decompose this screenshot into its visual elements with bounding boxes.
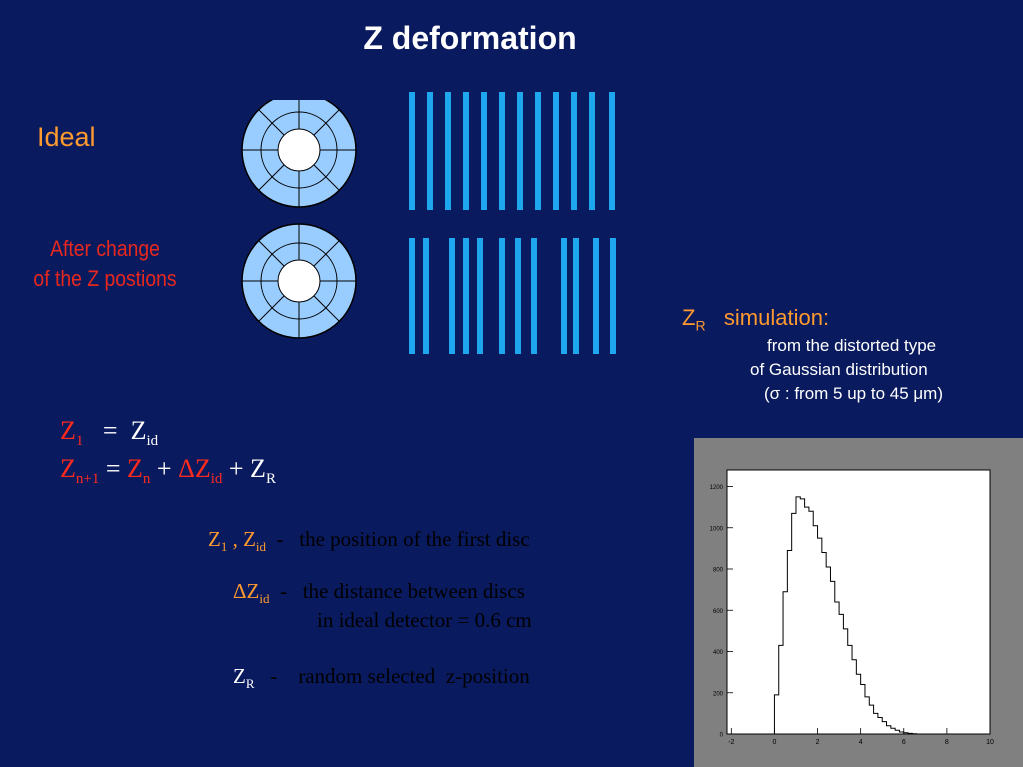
d2-dz: ΔZ — [233, 579, 260, 603]
y-tick-label: 800 — [713, 568, 724, 574]
ideal-bar — [517, 92, 523, 210]
simulation-line2: of Gaussian distribution — [750, 360, 928, 379]
simulation-line3: (σ : from 5 up to 45 μm) — [764, 384, 944, 403]
deformed-bar — [573, 238, 579, 354]
definition-zr: ZR - random selected z-position — [233, 664, 530, 692]
ideal-bar — [499, 92, 505, 210]
eq2-t2: ΔZ — [178, 454, 211, 483]
x-tick-label: 4 — [859, 739, 863, 746]
eq2-plus1: + — [156, 454, 172, 483]
eq2-t3: Z — [250, 454, 266, 483]
d2-dz-sub: id — [259, 591, 270, 607]
deformed-bar — [593, 238, 599, 354]
equation-1: Z1 = Zid — [60, 416, 158, 450]
ideal-bar — [553, 92, 559, 210]
y-tick-label: 600 — [713, 609, 724, 615]
histogram-chart: -2 0 2 4 6 8 10 0 200 400 600 800 1000 1200 — [710, 469, 994, 746]
eq1-rhs: Z — [130, 416, 147, 445]
d2-text1: - the distance between discs — [269, 579, 525, 603]
eq2-t2-sub: id — [210, 471, 223, 488]
simulation-z-sub: R — [695, 317, 706, 334]
deformed-bar — [409, 238, 415, 354]
ideal-bar — [571, 92, 577, 210]
deformed-disc-bars — [405, 238, 620, 354]
slide-title: Z deformation — [363, 20, 577, 56]
ideal-disc — [241, 100, 357, 208]
definition-dz: ΔZid - the distance between discs — [233, 579, 525, 607]
simulation-z: Z — [682, 305, 696, 330]
simulation-heading: ZR simulation: — [682, 305, 829, 333]
deformed-bar — [449, 238, 455, 354]
definition-dz-line2: in ideal detector = 0.6 cm — [317, 608, 532, 632]
deformed-bar — [610, 238, 616, 354]
x-tick-label: -2 — [728, 739, 734, 746]
ideal-bar — [589, 92, 595, 210]
deformed-bar — [499, 238, 505, 354]
definition-z1: Z1 , Zid - the position of the first dis… — [208, 527, 530, 555]
simulation-heading-text: simulation: — [723, 305, 830, 330]
after-change-line1: After change — [50, 236, 160, 261]
eq2-t1-sub: n — [142, 471, 151, 488]
disc-diagrams — [241, 100, 357, 339]
y-tick-label: 1000 — [710, 526, 724, 532]
d1-zid-sub: id — [255, 539, 267, 555]
ideal-bar — [463, 92, 469, 210]
d3-z: Z — [233, 664, 246, 688]
deformed-disc — [241, 223, 357, 339]
d3-z-sub: R — [245, 676, 255, 692]
simulation-line1: from the distorted type — [767, 336, 937, 355]
ideal-bar — [535, 92, 541, 210]
x-tick-label: 10 — [986, 739, 994, 746]
eq1-rhs-sub: id — [146, 433, 159, 450]
y-tick-label: 400 — [713, 650, 724, 656]
eq2-lhs-sub: n+1 — [75, 471, 100, 488]
ideal-bar — [609, 92, 615, 210]
ideal-bar — [427, 92, 433, 210]
d3-text: - random selected z-position — [254, 664, 530, 688]
deformed-bar — [477, 238, 483, 354]
x-tick-label: 6 — [902, 739, 906, 746]
d1-text: - the position of the first disc — [266, 527, 530, 551]
ideal-bar — [481, 92, 487, 210]
eq1-op: = — [102, 416, 118, 445]
d1-zid: Z — [243, 527, 256, 551]
x-tick-label: 8 — [945, 739, 949, 746]
eq1-lhs: Z — [60, 416, 76, 445]
deformed-bar — [561, 238, 567, 354]
y-tick-label: 200 — [713, 691, 724, 697]
eq2-plus2: + — [228, 454, 244, 483]
eq2-t3-sub: R — [265, 471, 276, 488]
histogram-line — [752, 496, 990, 735]
after-change-line2: of the Z postions — [33, 266, 177, 291]
after-change-label: After change of the Z postions — [21, 234, 188, 294]
equation-2: Zn+1 = Zn + ΔZid + ZR — [60, 454, 276, 488]
ideal-disc-bars — [405, 92, 620, 210]
ideal-label: Ideal — [37, 122, 96, 152]
d1-sep: , — [227, 527, 244, 551]
plot-frame — [726, 469, 991, 735]
deformed-bar — [531, 238, 537, 354]
x-tick-label: 2 — [816, 739, 820, 746]
eq2-op: = — [105, 454, 121, 483]
deformed-bar — [515, 238, 521, 354]
ideal-bar — [445, 92, 451, 210]
deformed-bar — [463, 238, 469, 354]
eq1-lhs-sub: 1 — [75, 433, 84, 450]
d1-z-sub: 1 — [220, 539, 228, 555]
deformed-bar — [423, 238, 429, 354]
eq2-lhs: Z — [60, 454, 76, 483]
histogram-panel: -2 0 2 4 6 8 10 0 200 400 600 800 1000 1200 — [694, 438, 1023, 767]
y-tick-label: 1200 — [710, 485, 724, 491]
x-tick-label: 0 — [772, 739, 776, 746]
ideal-bar — [409, 92, 415, 210]
d1-z: Z — [208, 527, 221, 551]
y-tick-label: 0 — [720, 733, 724, 739]
eq2-t1: Z — [127, 454, 143, 483]
